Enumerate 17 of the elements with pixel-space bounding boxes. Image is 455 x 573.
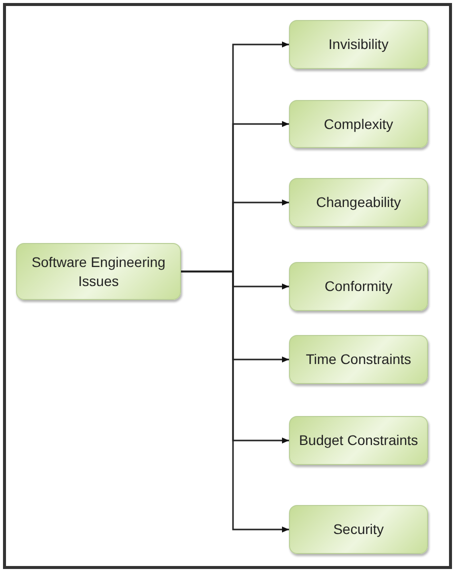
box-label: Budget Constraints: [298, 431, 418, 450]
box-label: Complexity: [324, 114, 394, 134]
arrow: [181, 270, 289, 532]
issue-box: [289, 505, 428, 554]
box-label: Invisibility: [328, 35, 388, 54]
issue-box: [289, 20, 428, 69]
issue-box: [289, 178, 428, 227]
issue-box: [289, 262, 428, 311]
box-label: Changeability: [316, 193, 401, 212]
box-label: Time Constraints: [306, 350, 412, 369]
box-label: Security: [333, 520, 384, 539]
box-label: Conformity: [324, 277, 392, 296]
issue-box: [289, 416, 428, 465]
root-box: [16, 243, 181, 300]
issue-box: [289, 335, 428, 384]
issue-box: [289, 100, 428, 148]
box-label: Software Engineering Issues: [30, 252, 166, 290]
